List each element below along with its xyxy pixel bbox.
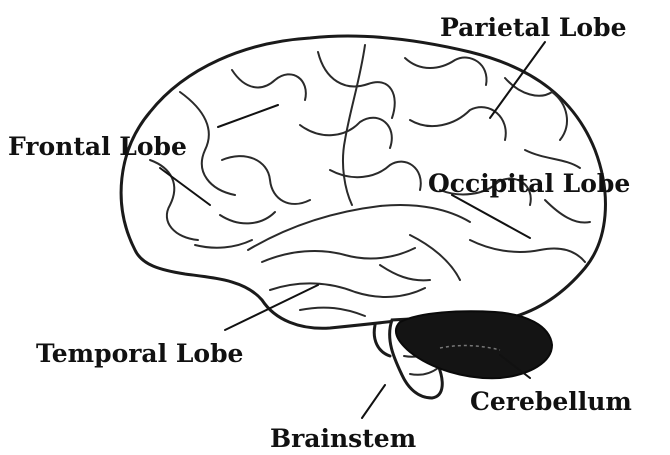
label-parietal-lobe: Parietal Lobe (440, 13, 627, 42)
label-occipital-lobe: Occipital Lobe (428, 169, 630, 198)
leader-temporal (225, 285, 318, 330)
leader-frontal-2 (218, 105, 278, 127)
leader-frontal (160, 168, 210, 205)
temporal-lobe-folds (262, 248, 430, 316)
leader-occipital (452, 195, 530, 238)
label-frontal-lobe: Frontal Lobe (8, 132, 187, 161)
cerebral-folds (150, 45, 590, 280)
label-brainstem: Brainstem (270, 424, 416, 453)
label-temporal-lobe: Temporal Lobe (36, 339, 243, 368)
label-cerebellum: Cerebellum (470, 387, 632, 416)
leader-brainstem (362, 385, 385, 418)
